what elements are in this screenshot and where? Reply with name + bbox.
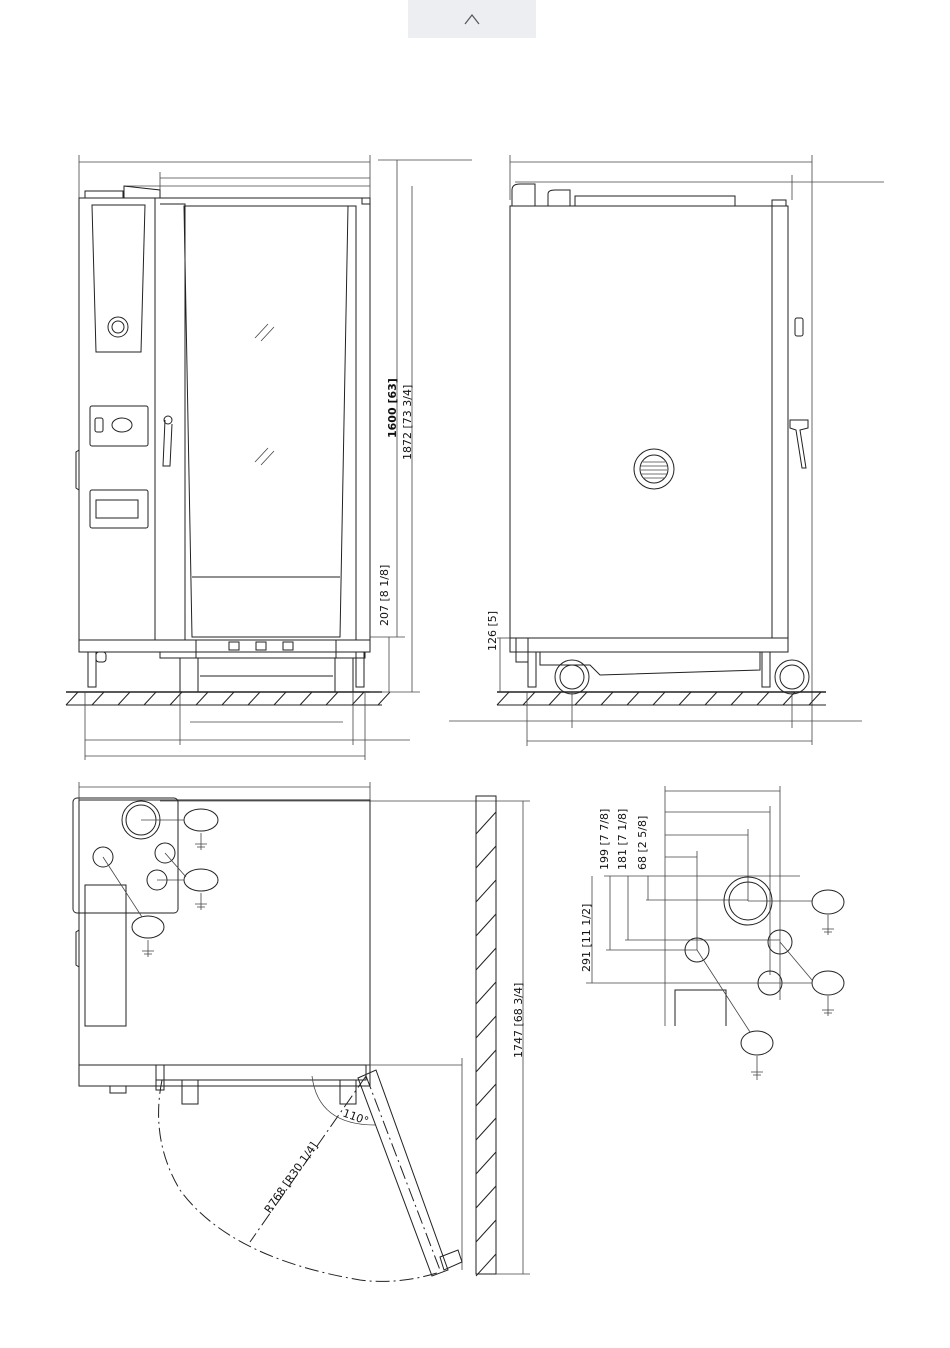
top-dim-depth: 1747 [68 3/4]	[512, 983, 525, 1058]
top-view: 1747 [68 3/4] 110° R768 [R30 1/4]	[73, 782, 530, 1281]
detail-dim-b: 181 [7 1/8]	[616, 809, 629, 870]
top-dim-door-angle: 110°	[341, 1107, 370, 1128]
front-dim-foot-height: 207 [8 1/8]	[378, 565, 391, 626]
front-dim-height-inner: 1600 [63]	[386, 378, 399, 438]
detail-view: 199 [7 7/8] 181 [7 1/8] 68 [2 5/8] 291 […	[580, 786, 844, 1080]
top-dim-door-radius: R768 [R30 1/4]	[262, 1140, 321, 1216]
detail-dim-d: 291 [11 1/2]	[580, 904, 593, 972]
detail-dim-a: 199 [7 7/8]	[598, 809, 611, 870]
detail-dim-c: 68 [2 5/8]	[636, 816, 649, 870]
side-view: 126 [5]	[449, 155, 884, 746]
front-view: 1600 [63] 1872 [73 3/4] 207 [8 1/8]	[66, 155, 472, 760]
front-dim-height-total: 1872 [73 3/4]	[401, 385, 414, 460]
side-dim-foot-height: 126 [5]	[486, 611, 499, 651]
